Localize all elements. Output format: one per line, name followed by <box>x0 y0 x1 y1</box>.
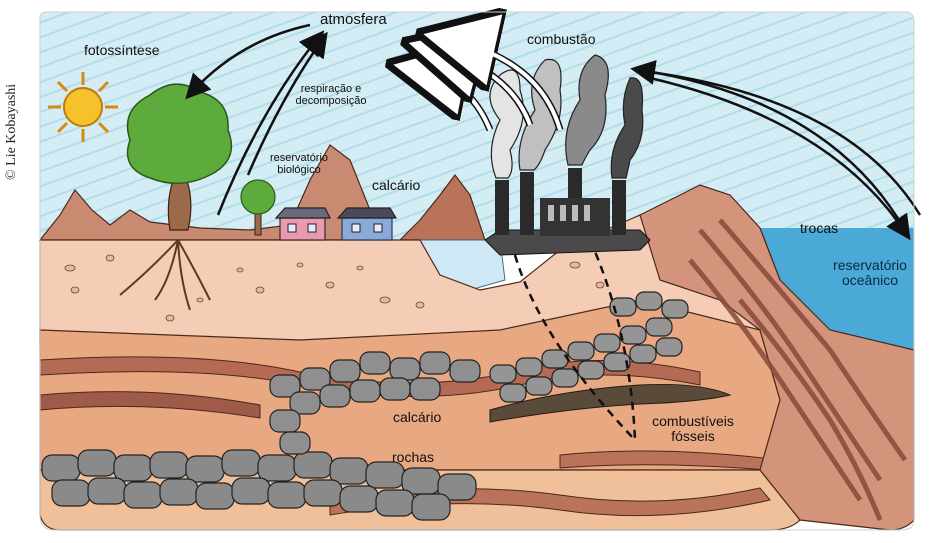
house-icon <box>276 208 330 240</box>
house-icon-2 <box>338 208 396 240</box>
label-respiracao-line1: respiração e <box>286 83 376 95</box>
label-reservatorio-biologico: reservatório biológico <box>264 152 334 176</box>
label-reservatorio-bio-line1: reservatório <box>264 152 334 164</box>
label-combustiveis-fosseis: combustíveis fósseis <box>638 414 748 445</box>
label-respiracao-line2: decomposição <box>286 95 376 107</box>
label-combustiveis-line1: combustíveis <box>638 414 748 429</box>
credit-text: © Lie Kobayashi <box>4 84 20 180</box>
label-combustiveis-line2: fósseis <box>638 429 748 444</box>
label-combustao: combustão <box>527 32 595 47</box>
label-calcario-top: calcário <box>372 178 420 193</box>
label-reservatorio-oceanico-line1: reservatório <box>820 258 920 273</box>
label-reservatorio-oceanico-line2: oceânico <box>820 273 920 288</box>
label-trocas: trocas <box>800 221 838 236</box>
label-fotossintese: fotossíntese <box>84 43 160 58</box>
label-calcario-underground: calcário <box>393 410 441 425</box>
label-atmosfera: atmosfera <box>320 12 387 29</box>
sun-icon <box>48 72 118 142</box>
label-rochas: rochas <box>392 450 434 465</box>
label-respiracao: respiração e decomposição <box>286 83 376 107</box>
label-reservatorio-oceanico: reservatório oceânico <box>820 258 920 289</box>
label-reservatorio-bio-line2: biológico <box>264 164 334 176</box>
